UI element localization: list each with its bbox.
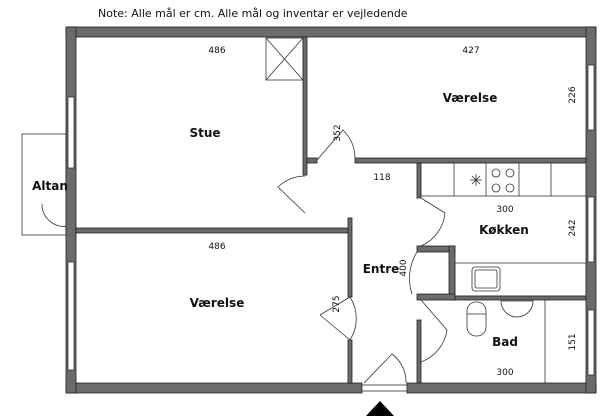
stove-icon <box>491 168 515 193</box>
dim-stue-width: 486 <box>208 46 225 56</box>
bathroom-fixtures <box>466 300 546 383</box>
dim-bad-depth: 151 <box>568 333 578 350</box>
chimney-shaft <box>265 37 304 81</box>
dim-vaerelse-bottom-depth: 275 <box>332 295 342 312</box>
sink-icon <box>471 266 501 292</box>
washbasin-icon <box>500 300 534 318</box>
toilet-icon <box>466 301 487 337</box>
note-text: Note: Alle mål er cm. Alle mål og invent… <box>98 7 408 20</box>
inner-walls <box>75 36 587 384</box>
room-label-bad: Bad <box>492 335 518 349</box>
extractor-icon <box>470 174 482 186</box>
dim-kokken-width: 300 <box>496 205 513 215</box>
dim-vaerelse-bottom-width: 486 <box>208 242 225 252</box>
entrance-arrow-icon <box>366 401 394 416</box>
dim-bad-width: 300 <box>496 368 513 378</box>
dim-entre-width: 118 <box>373 173 390 183</box>
windows <box>67 64 595 392</box>
room-label-stue: Stue <box>189 126 220 140</box>
dim-vaerelse-top-width: 427 <box>462 46 479 56</box>
dim-vaerelse-top-depth: 226 <box>568 86 578 103</box>
room-label-entre: Entre <box>363 262 400 276</box>
dim-kokken-depth: 242 <box>568 219 578 236</box>
balcony-door-swing <box>41 203 69 227</box>
dim-stue-depth: 352 <box>333 124 343 141</box>
kitchen-counter <box>420 162 587 297</box>
room-label-altan: Altan <box>32 179 68 193</box>
dim-entre-depth: 400 <box>399 259 409 276</box>
room-label-vaerelse-bottom: Værelse <box>190 296 245 310</box>
door-swings <box>277 129 448 384</box>
room-label-vaerelse-top: Værelse <box>443 91 498 105</box>
room-label-kokken: Køkken <box>479 223 529 237</box>
